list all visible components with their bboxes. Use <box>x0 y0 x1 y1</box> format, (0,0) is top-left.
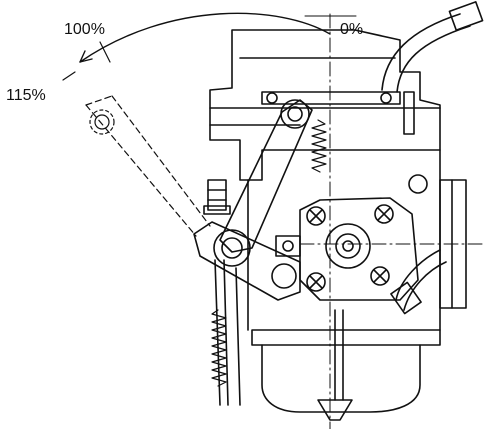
label-0-percent: 0% <box>340 21 364 38</box>
linkage-rod-a <box>214 259 221 406</box>
choke-tube <box>395 249 447 311</box>
fuel-pipe <box>381 13 471 93</box>
label-100-percent: 100% <box>64 21 105 38</box>
drain-tube <box>334 309 344 401</box>
ghost-lever-115 <box>85 95 211 237</box>
linkage-rod-b <box>223 259 229 406</box>
label-115-percent: 115% <box>6 87 46 104</box>
lever-bottom-pivot <box>213 229 251 267</box>
float-bowl <box>251 329 441 413</box>
lower-lever-plate <box>193 221 301 301</box>
choke-fitting <box>390 281 422 315</box>
arc-arrow-head <box>79 50 93 63</box>
plate-hole <box>271 263 297 289</box>
throttle-lever-arm <box>219 99 313 253</box>
top-linkage-bar <box>261 91 401 105</box>
cover-screws <box>306 204 394 292</box>
adjust-screw <box>207 179 227 211</box>
upper-bolt <box>408 174 428 194</box>
linkage-screw <box>403 91 415 135</box>
pipe-fitting <box>448 1 484 31</box>
return-spring-top <box>311 119 327 173</box>
drain-screw <box>317 399 353 421</box>
leader-100 <box>99 41 111 63</box>
cover-plate <box>299 197 419 301</box>
return-spring-bottom <box>211 309 227 387</box>
link-bracket <box>275 235 301 257</box>
ghost-pivot-inner <box>94 114 110 130</box>
ghost-pivot <box>89 109 115 135</box>
lever-top-pivot <box>280 99 310 129</box>
center-shaft <box>325 223 371 269</box>
body-top <box>209 29 441 181</box>
adjust-nut <box>203 205 231 215</box>
leader-115 <box>62 71 76 81</box>
linkage-rod-c <box>235 267 241 406</box>
intake-flange <box>439 179 467 309</box>
throttle-travel-arc <box>79 12 331 63</box>
